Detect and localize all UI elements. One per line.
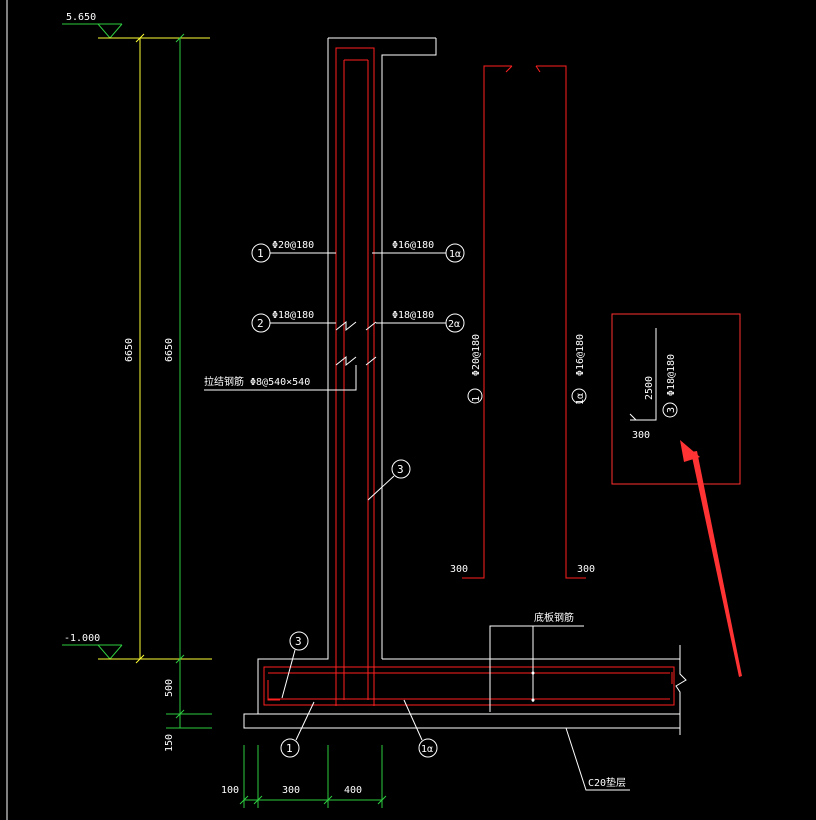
dim-toe-width-label: 300: [282, 785, 300, 796]
tie-bar-label: 拉结钢筋 Φ8@540×540: [204, 375, 310, 388]
dimension-height-inner: 6650 500 150: [164, 33, 212, 752]
detail-length-label: 300: [632, 430, 650, 441]
elevation-top: 5.650: [62, 12, 210, 39]
svg-text:3: 3: [397, 463, 404, 476]
callout-bottom-bar1: 1: [280, 701, 315, 758]
dim-base-thickness-label: 500: [164, 679, 175, 697]
svg-text:2: 2: [257, 317, 264, 330]
callout-bar2a: 2α Φ18@180: [376, 310, 465, 333]
svg-text:Φ16@180: Φ16@180: [392, 240, 434, 251]
dimension-height-outer: 6650: [124, 33, 145, 664]
detail-height-label: 2500: [644, 376, 655, 400]
callout-bar1a: 1α Φ16@180: [372, 240, 465, 263]
dim-wall-width-label: 400: [344, 785, 362, 796]
svg-text:C20垫层: C20垫层: [588, 776, 626, 789]
svg-text:Φ18@180: Φ18@180: [272, 310, 314, 321]
dim-offset-label: 100: [221, 785, 239, 796]
svg-text:3: 3: [295, 635, 302, 648]
detail-box-bar3: 2500 300 3 Φ18@180: [611, 313, 741, 485]
vertical-bar-1: [462, 65, 513, 579]
dimension-bottom: [239, 745, 387, 808]
callout-bar2: 2 Φ18@180: [251, 310, 336, 333]
callout-cushion: C20垫层: [565, 727, 630, 791]
vertical-bar-1-label: 1 Φ20@180: [467, 334, 483, 404]
wall-rebar: [263, 47, 675, 706]
svg-text:1: 1: [286, 742, 293, 755]
hook-left-dim: 300: [450, 564, 468, 575]
elevation-bottom-label: -1.000: [64, 633, 100, 644]
vertical-bar-1a: [535, 65, 586, 579]
annotation-arrow: [680, 440, 742, 677]
callout-bottom-bar1a: 1α: [403, 699, 438, 758]
svg-text:1α: 1α: [575, 393, 586, 405]
svg-text:1α: 1α: [421, 744, 433, 755]
wall-outline: [257, 37, 687, 735]
svg-text:Φ20@180: Φ20@180: [272, 240, 314, 251]
svg-text:1α: 1α: [449, 249, 461, 260]
elevation-bottom: -1.000: [62, 633, 212, 660]
callout-bar3-base: 3: [281, 631, 309, 699]
elevation-top-label: 5.650: [66, 12, 96, 23]
detail-bar-num: 3: [666, 407, 677, 413]
svg-text:Φ20@180: Φ20@180: [471, 334, 482, 376]
vertical-bar-1a-label: 1α Φ16@180: [571, 334, 587, 405]
svg-text:1: 1: [471, 396, 482, 402]
svg-text:1: 1: [257, 247, 264, 260]
svg-text:2α: 2α: [448, 319, 460, 330]
callout-bar3-wall: 3: [367, 459, 411, 501]
dim-cushion-thickness-label: 150: [164, 734, 175, 752]
svg-text:Φ16@180: Φ16@180: [575, 334, 586, 376]
hook-right-dim: 300: [577, 564, 595, 575]
callout-bar1: 1 Φ20@180: [251, 240, 336, 263]
dim-height-inner-label: 6650: [164, 338, 175, 362]
cushion-layer: [243, 713, 681, 729]
detail-bar-spec: Φ18@180: [666, 354, 677, 396]
svg-text:Φ18@180: Φ18@180: [392, 310, 434, 321]
tie-bar-marks: [204, 320, 377, 391]
callout-base-rebar: 底板钢筋: [489, 611, 584, 712]
dim-height-outer-label: 6650: [124, 338, 135, 362]
svg-text:底板钢筋: 底板钢筋: [534, 611, 574, 624]
